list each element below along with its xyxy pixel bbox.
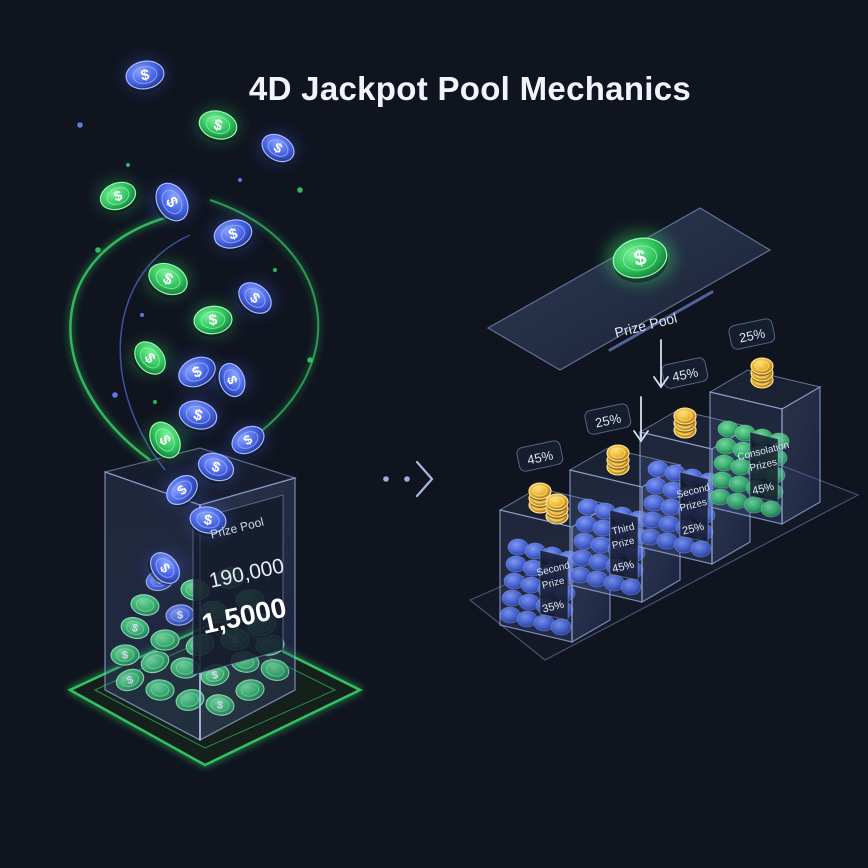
sparkle — [307, 357, 313, 363]
coin-icon: $ — [152, 182, 189, 223]
coin-icon: $ — [216, 362, 246, 398]
coin-icon: $ — [99, 181, 137, 213]
sparkle — [140, 313, 144, 317]
prize-pool-panel — [486, 207, 772, 371]
coin-icon: $ — [125, 60, 165, 93]
coin-icon: $ — [146, 421, 181, 460]
sparkle — [95, 247, 101, 253]
coin-icon: $ — [148, 552, 180, 586]
coin-icon: $ — [193, 305, 233, 338]
coin-icon: $ — [612, 237, 668, 283]
falling-coins: $$$$$$$$$$$$$$$$$$$ — [98, 58, 297, 586]
chevron-right-icon — [415, 460, 434, 498]
coin-icon — [606, 444, 630, 463]
coin-icon: $ — [178, 400, 218, 433]
tier-percent-front: 35% — [541, 599, 565, 616]
prize-tier-box — [708, 357, 822, 526]
sparkle — [77, 122, 83, 128]
coin-icon — [750, 357, 774, 376]
tier-percent-tag: 45% — [671, 364, 700, 384]
flow-dot — [404, 476, 410, 482]
tier-percent-tag: 25% — [738, 325, 767, 345]
prize-tier-box — [638, 407, 752, 566]
dollar-symbol: $ — [631, 244, 648, 271]
coin-icon — [673, 407, 697, 426]
sparkle — [112, 392, 118, 398]
tier-percent-front: 45% — [751, 481, 775, 498]
coin-icon: $ — [236, 282, 272, 316]
page-title: 4D Jackpot Pool Mechanics — [248, 70, 692, 107]
coin-icon: $ — [147, 262, 188, 298]
sparkle — [153, 400, 157, 404]
dollar-symbol: $ — [208, 312, 218, 330]
coin-icon: $ — [198, 110, 238, 143]
coin-icon: $ — [132, 341, 166, 377]
coin-icon: $ — [260, 133, 295, 165]
coin-stream-swoosh — [69, 199, 320, 471]
tier-percent-tag: 45% — [526, 447, 555, 467]
sparkle — [238, 178, 242, 182]
coin-icon: $ — [197, 452, 235, 484]
flow-arrow — [383, 460, 434, 498]
percent-tag — [728, 318, 776, 350]
dollar-symbol: $ — [139, 66, 151, 84]
coin-icon: $ — [166, 475, 200, 507]
coin-icon — [528, 482, 552, 501]
tier-name-line2: Prize — [611, 535, 636, 551]
jar-label-card — [192, 494, 284, 676]
coin-icon — [545, 493, 569, 512]
coin-icon: $ — [231, 425, 266, 457]
sparkle — [297, 187, 303, 193]
tier-name-line1: Third — [611, 521, 636, 537]
arrow-down-icon — [653, 376, 669, 389]
coin-icon: $ — [189, 506, 227, 537]
percent-tag — [584, 403, 632, 435]
prize-tiers — [498, 318, 822, 644]
percent-tag — [661, 357, 709, 389]
sparkle — [273, 268, 277, 272]
tier-percent-front: 45% — [611, 559, 635, 576]
percent-tag — [516, 440, 564, 472]
dollar-symbol: $ — [203, 512, 214, 529]
tier-name-line2: Prize — [541, 575, 566, 591]
sparkles — [77, 122, 313, 404]
tier-percent-tag: 25% — [594, 410, 623, 430]
flow-dot — [383, 476, 389, 482]
tier-percent-front: 25% — [681, 521, 705, 538]
prize-pool-coin: $ — [606, 232, 674, 284]
coin-icon: $ — [213, 219, 253, 252]
sparkle — [126, 163, 130, 167]
coin-icon: $ — [178, 356, 217, 390]
arrow-down-icon — [633, 430, 649, 443]
distribution-arrows — [633, 339, 669, 443]
